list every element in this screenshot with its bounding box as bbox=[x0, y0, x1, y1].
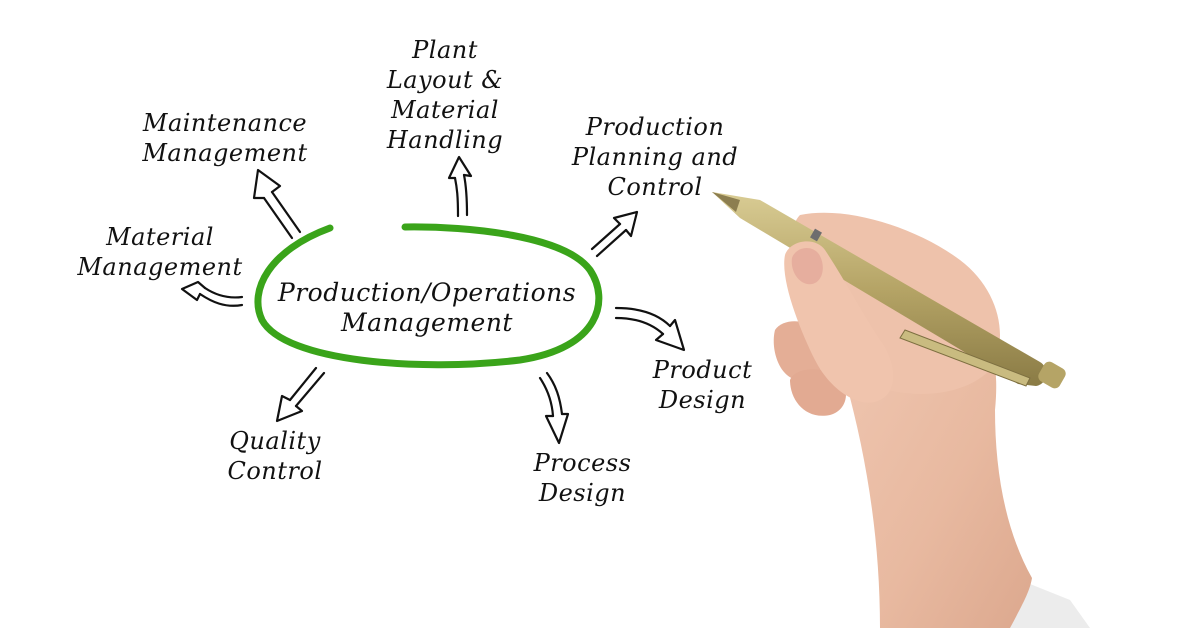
node-line: Plant bbox=[412, 36, 478, 64]
node-line: Design bbox=[538, 479, 627, 507]
thumbnail-shape bbox=[791, 247, 823, 285]
arrow-product-design-icon bbox=[614, 306, 686, 352]
center-node-label: Production/Operations Management bbox=[262, 278, 592, 338]
node-material-management: Material Management bbox=[55, 222, 265, 282]
node-line: Production bbox=[585, 113, 725, 141]
arrow-production-planning-icon bbox=[590, 210, 639, 258]
arrow-process-design-icon bbox=[538, 371, 570, 445]
center-ring bbox=[254, 223, 603, 369]
node-maintenance-management: Maintenance Management bbox=[110, 108, 340, 168]
sleeve-shape bbox=[1010, 580, 1090, 628]
node-line: Maintenance bbox=[142, 109, 308, 137]
node-process-design: Process Design bbox=[515, 448, 650, 508]
node-line: Layout & bbox=[386, 66, 504, 94]
center-node-line-1: Production/Operations bbox=[277, 278, 577, 307]
node-plant-layout: Plant Layout & Material Handling bbox=[360, 35, 530, 155]
node-line: Process bbox=[533, 449, 632, 477]
center-node-line-2: Management bbox=[341, 308, 513, 337]
node-line: Control bbox=[607, 173, 703, 201]
node-line: Planning and bbox=[571, 143, 739, 171]
node-line: Management bbox=[142, 139, 308, 167]
node-quality-control: Quality Control bbox=[205, 426, 345, 486]
node-line: Handling bbox=[386, 126, 504, 154]
node-line: Material bbox=[106, 223, 214, 251]
node-line: Control bbox=[227, 457, 323, 485]
arrow-material-icon bbox=[180, 280, 244, 307]
node-line: Material bbox=[391, 96, 499, 124]
hand-with-pen-image bbox=[712, 192, 1090, 628]
pen-icon bbox=[712, 192, 1066, 389]
node-product-design: Product Design bbox=[635, 355, 770, 415]
node-line: Management bbox=[77, 253, 243, 281]
node-line: Quality bbox=[229, 427, 321, 455]
arrow-quality-control-icon bbox=[275, 366, 326, 423]
arrow-maintenance-icon bbox=[252, 168, 302, 240]
arrow-plant-layout-icon bbox=[447, 155, 473, 218]
node-line: Design bbox=[658, 386, 747, 414]
node-line: Product bbox=[652, 356, 753, 384]
node-production-planning: Production Planning and Control bbox=[535, 112, 775, 202]
